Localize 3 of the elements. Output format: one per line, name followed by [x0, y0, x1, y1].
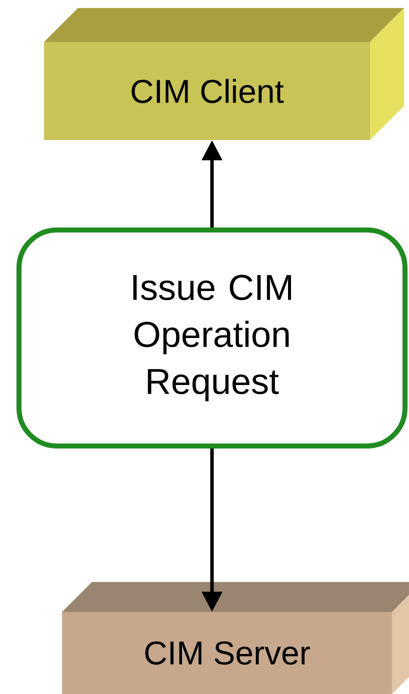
process-box: Issue CIM Operation Request: [16, 228, 408, 448]
block-box: CIM Server: [62, 582, 409, 694]
block-box: CIM Client: [44, 8, 404, 140]
